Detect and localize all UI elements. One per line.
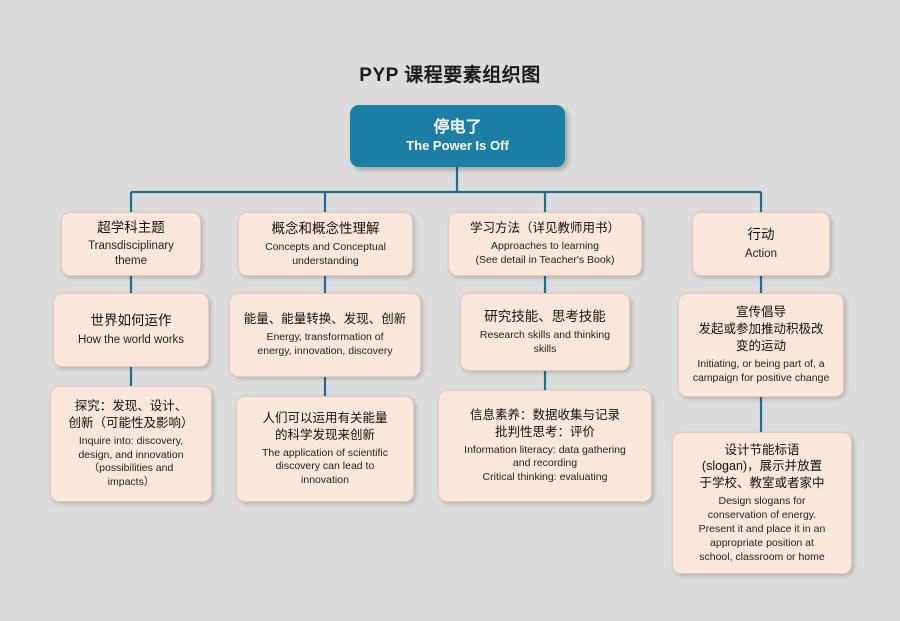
node-action-en: Action bbox=[745, 248, 777, 261]
node-action[interactable]: 行动 Action bbox=[692, 212, 830, 276]
node-concepts[interactable]: 概念和概念性理解 Concepts and Conceptual underst… bbox=[238, 212, 413, 276]
node-information-literacy-cn: 信息素养：数据收集与记录 批判性思考：评价 bbox=[469, 407, 620, 439]
node-inquire-into[interactable]: 探究：发现、设计、 创新（可能性及影响） Inquire into: disco… bbox=[50, 386, 212, 502]
node-inquire-into-cn: 探究：发现、设计、 创新（可能性及影响） bbox=[68, 398, 194, 430]
node-design-slogans-cn: 设计节能标语 (slogan)，展示并放置 于学校、教室或者家中 bbox=[699, 442, 825, 491]
node-transdisciplinary-theme-en: Transdisciplinary theme bbox=[88, 239, 174, 267]
node-concepts-cn: 概念和概念性理解 bbox=[271, 220, 380, 236]
node-energy[interactable]: 能量、能量转换、发现、创新 Energy, transformation of … bbox=[229, 293, 421, 377]
node-energy-en: Energy, transformation of energy, innova… bbox=[257, 331, 393, 357]
node-how-world-works-en: How the world works bbox=[77, 334, 185, 347]
node-research-thinking-skills-en: Research skills and thinking skills bbox=[479, 328, 611, 355]
node-advocacy-cn: 宣传倡导 发起或参加推动积极改 变的运动 bbox=[698, 305, 824, 354]
node-design-slogans-en: Design slogans for conservation of energ… bbox=[698, 495, 826, 563]
node-information-literacy[interactable]: 信息素养：数据收集与记录 批判性思考：评价 Information litera… bbox=[438, 390, 652, 502]
node-root-cn: 停电了 bbox=[433, 118, 482, 136]
node-research-thinking-skills[interactable]: 研究技能、思考技能 Research skills and thinking s… bbox=[460, 293, 630, 371]
node-design-slogans[interactable]: 设计节能标语 (slogan)，展示并放置 于学校、教室或者家中 Design … bbox=[672, 432, 852, 574]
node-scientific-discovery-en: The application of scientific discovery … bbox=[261, 446, 389, 487]
node-root-en: The Power Is Off bbox=[406, 137, 509, 153]
node-transdisciplinary-theme[interactable]: 超学科主题 Transdisciplinary theme bbox=[61, 212, 201, 276]
node-scientific-discovery-cn: 人们可以运用有关能量 的科学发现来创新 bbox=[262, 410, 388, 442]
node-approaches-to-learning-cn: 学习方法（详见教师用书） bbox=[469, 221, 620, 236]
node-inquire-into-en: Inquire into: discovery, design, and inn… bbox=[78, 434, 184, 489]
node-information-literacy-en: Information literacy: data gathering and… bbox=[464, 443, 626, 484]
node-approaches-to-learning-en: Approaches to learning (See detail in Te… bbox=[475, 240, 615, 266]
node-advocacy-en: Initiating, or being part of, a campaign… bbox=[692, 357, 830, 384]
node-root[interactable]: 停电了 The Power Is Off bbox=[350, 105, 565, 167]
node-how-world-works[interactable]: 世界如何运作 How the world works bbox=[53, 293, 209, 367]
node-transdisciplinary-theme-cn: 超学科主题 bbox=[97, 220, 165, 235]
node-approaches-to-learning[interactable]: 学习方法（详见教师用书） Approaches to learning (See… bbox=[448, 212, 642, 276]
node-energy-cn: 能量、能量转换、发现、创新 bbox=[243, 312, 407, 327]
node-action-cn: 行动 bbox=[747, 226, 775, 242]
node-advocacy[interactable]: 宣传倡导 发起或参加推动积极改 变的运动 Initiating, or bein… bbox=[678, 293, 844, 397]
node-scientific-discovery[interactable]: 人们可以运用有关能量 的科学发现来创新 The application of s… bbox=[236, 396, 414, 502]
node-how-world-works-cn: 世界如何运作 bbox=[90, 312, 172, 328]
page-title: PYP 课程要素组织图 bbox=[359, 65, 541, 86]
node-concepts-en: Concepts and Conceptual understanding bbox=[265, 240, 386, 267]
node-research-thinking-skills-cn: 研究技能、思考技能 bbox=[484, 308, 606, 324]
